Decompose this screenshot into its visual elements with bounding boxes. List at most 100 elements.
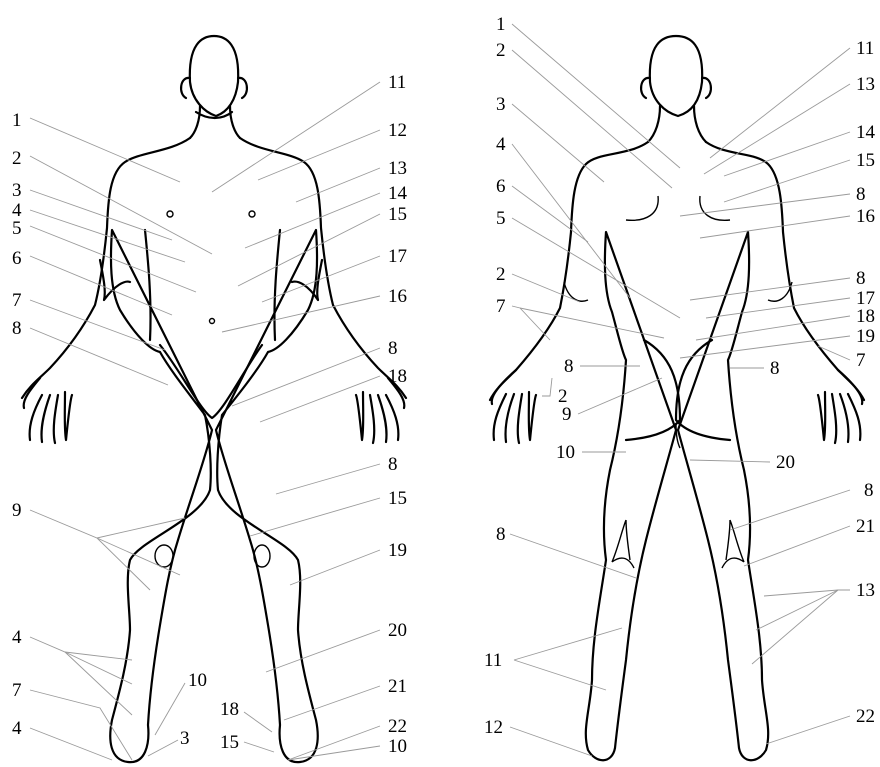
front-label: 20 bbox=[388, 620, 407, 641]
leader-back-13c bbox=[752, 590, 838, 664]
front-label: 22 bbox=[388, 716, 407, 737]
front-label: 1 bbox=[12, 110, 22, 131]
front-label: 8 bbox=[12, 318, 22, 339]
back-knee-left bbox=[612, 520, 634, 568]
front-body-outline-right bbox=[216, 138, 406, 762]
leader-back-11 bbox=[710, 48, 850, 158]
leader-front-2 bbox=[30, 156, 212, 254]
back-label: 9 bbox=[562, 404, 572, 425]
leader-front-15c bbox=[250, 498, 380, 536]
front-figure bbox=[22, 36, 406, 762]
front-label: 17 bbox=[388, 246, 407, 267]
leader-back-8b bbox=[510, 534, 636, 578]
leader-front-13 bbox=[296, 168, 380, 202]
front-label: 7 bbox=[12, 680, 22, 701]
back-label: 8 bbox=[496, 524, 506, 545]
front-nipple-left bbox=[167, 211, 173, 217]
leader-back-4 bbox=[512, 144, 630, 298]
back-hand-left bbox=[492, 370, 536, 443]
leader-back-9 bbox=[578, 378, 662, 414]
leader-back-7b bbox=[520, 308, 664, 338]
back-figure bbox=[490, 36, 864, 760]
back-label: 13 bbox=[856, 580, 875, 601]
front-hand-right bbox=[356, 378, 404, 443]
front-armpit-right bbox=[274, 230, 280, 340]
leader-front-8c bbox=[276, 464, 380, 494]
front-label: 14 bbox=[388, 183, 408, 204]
leader-back-22 bbox=[766, 716, 850, 744]
front-label: 18 bbox=[388, 366, 407, 387]
back-labels: 1 2 3 4 6 5 2 7 8 2 9 10 8 11 12 11 13 1… bbox=[484, 14, 876, 738]
back-label: 8 bbox=[856, 184, 866, 205]
front-label: 6 bbox=[12, 248, 22, 269]
back-knee-right bbox=[722, 520, 744, 568]
back-body-outline-right bbox=[678, 142, 864, 760]
front-label: 18 bbox=[220, 699, 239, 720]
front-label: 9 bbox=[12, 500, 22, 521]
back-label: 22 bbox=[856, 706, 875, 727]
back-ear-left bbox=[641, 78, 650, 98]
leader-front-9c bbox=[97, 538, 180, 575]
leader-front-7 bbox=[30, 300, 165, 350]
leader-front-19 bbox=[290, 550, 380, 585]
back-label: 11 bbox=[856, 38, 874, 59]
back-label: 20 bbox=[776, 452, 795, 473]
back-label: 10 bbox=[556, 442, 575, 463]
front-label: 21 bbox=[388, 676, 407, 697]
front-label: 15 bbox=[388, 204, 407, 225]
leader-back-3 bbox=[512, 104, 604, 182]
leader-back-8c bbox=[680, 194, 850, 216]
leader-front-22 bbox=[288, 726, 380, 760]
back-label: 6 bbox=[496, 176, 506, 197]
back-label: 15 bbox=[856, 150, 875, 171]
back-head bbox=[650, 36, 702, 116]
front-label: 10 bbox=[188, 670, 207, 691]
leader-front-4c bbox=[65, 652, 132, 684]
leader-front-8 bbox=[30, 328, 168, 385]
leader-back-5 bbox=[512, 218, 680, 318]
leader-back-2c bbox=[542, 378, 552, 396]
leader-front-12 bbox=[258, 130, 380, 180]
back-label: 7 bbox=[856, 350, 866, 371]
back-label: 1 bbox=[496, 14, 506, 35]
leader-front-20 bbox=[266, 630, 380, 672]
back-label: 2 bbox=[496, 264, 506, 285]
front-knee-left bbox=[155, 545, 173, 567]
front-body-outline bbox=[22, 138, 212, 762]
front-label: 8 bbox=[388, 338, 398, 359]
back-label: 2 bbox=[496, 40, 506, 61]
leader-front-3b bbox=[148, 740, 178, 756]
leader-front-15 bbox=[238, 214, 380, 286]
back-label: 7 bbox=[496, 296, 506, 317]
back-scapula-right bbox=[700, 196, 730, 220]
leader-back-12 bbox=[510, 727, 592, 756]
leader-back-13 bbox=[704, 84, 850, 174]
leader-front-11 bbox=[212, 82, 380, 192]
leader-front-4e bbox=[30, 728, 112, 760]
front-label: 7 bbox=[12, 290, 22, 311]
front-armpit-left bbox=[145, 230, 151, 340]
leader-front-9b bbox=[97, 538, 150, 590]
leader-front-18b bbox=[244, 712, 272, 732]
front-ear-left bbox=[181, 78, 190, 98]
back-scapula-left bbox=[626, 196, 658, 220]
leader-back-6 bbox=[512, 186, 588, 242]
back-elbow-left bbox=[564, 282, 588, 301]
back-label: 12 bbox=[484, 717, 503, 738]
leader-back-20 bbox=[690, 460, 770, 462]
leader-front-21 bbox=[284, 686, 380, 720]
front-label: 3 bbox=[12, 180, 22, 201]
front-labels: 1 2 3 4 5 6 7 8 9 4 7 4 10 3 18 15 11 12… bbox=[12, 72, 408, 757]
back-label: 16 bbox=[856, 206, 875, 227]
front-label: 8 bbox=[388, 454, 398, 475]
front-ear-right bbox=[238, 78, 247, 98]
back-label: 8 bbox=[564, 356, 574, 377]
leader-back-8d bbox=[690, 278, 850, 300]
front-label: 15 bbox=[220, 732, 239, 753]
back-body-outline bbox=[490, 142, 676, 760]
back-label: 3 bbox=[496, 94, 506, 115]
front-label: 19 bbox=[388, 540, 407, 561]
leader-front-14 bbox=[245, 193, 380, 248]
